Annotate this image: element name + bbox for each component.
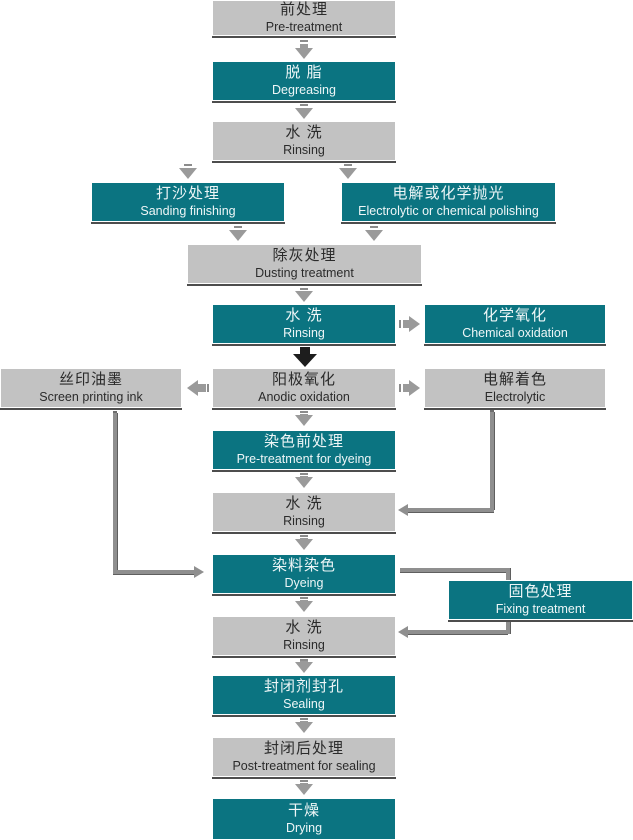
node-dyeing[interactable]: 染料染色 Dyeing — [212, 554, 396, 594]
node-label-cn: 脱 脂 — [285, 64, 323, 82]
node-label-cn: 电解或化学抛光 — [392, 185, 505, 203]
node-label-en: Electrolytic or chemical polishing — [358, 203, 539, 218]
node-pre-treatment-for-dyeing[interactable]: 染色前处理 Pre-treatment for dyeing — [212, 430, 396, 470]
node-label-en: Rinsing — [283, 142, 325, 157]
node-label-cn: 封闭剂封孔 — [263, 678, 344, 696]
node-label-cn: 干燥 — [287, 802, 320, 820]
node-anodic-oxidation[interactable]: 阳极氧化 Anodic oxidation — [212, 368, 396, 408]
node-rinsing-1[interactable]: 水 洗 Rinsing — [212, 121, 396, 161]
node-label-en: Rinsing — [283, 513, 325, 528]
node-label-en: Rinsing — [283, 637, 325, 652]
node-label-cn: 水 洗 — [285, 124, 323, 142]
node-label-en: Sealing — [283, 696, 325, 711]
node-label-cn: 阳极氧化 — [271, 371, 336, 389]
node-label-en: Dyeing — [284, 575, 324, 590]
node-post-treatment-for-sealing[interactable]: 封闭后处理 Post-treatment for sealing — [212, 737, 396, 777]
node-label-cn: 水 洗 — [285, 619, 323, 637]
node-label-cn: 水 洗 — [285, 307, 323, 325]
node-fixing-treatment[interactable]: 固色处理 Fixing treatment — [448, 580, 633, 620]
node-label-cn: 固色处理 — [508, 583, 573, 601]
node-screen-printing-ink[interactable]: 丝印油墨 Screen printing ink — [0, 368, 182, 408]
node-label-en: Dusting treatment — [255, 265, 354, 280]
node-chemical-oxidation[interactable]: 化学氧化 Chemical oxidation — [424, 304, 606, 344]
node-label-en: Sanding finishing — [140, 203, 236, 218]
node-label-cn: 电解着色 — [482, 371, 547, 389]
node-label-en: Electrolytic — [484, 389, 546, 404]
node-sanding-finishing[interactable]: 打沙处理 Sanding finishing — [91, 182, 285, 222]
node-label-en: Pre-treatment for dyeing — [236, 451, 372, 466]
node-label-en: Drying — [285, 820, 323, 835]
node-label-cn: 染色前处理 — [263, 433, 344, 451]
node-label-en: Pre-treatment — [265, 19, 343, 34]
node-polishing[interactable]: 电解或化学抛光 Electrolytic or chemical polishi… — [341, 182, 556, 222]
node-label-cn: 前处理 — [279, 1, 328, 19]
node-sealing[interactable]: 封闭剂封孔 Sealing — [212, 675, 396, 715]
node-label-cn: 化学氧化 — [482, 307, 547, 325]
node-label-en: Anodic oxidation — [258, 389, 350, 404]
node-label-cn: 水 洗 — [285, 495, 323, 513]
node-rinsing-2[interactable]: 水 洗 Rinsing — [212, 304, 396, 344]
node-label-en: Fixing treatment — [495, 601, 586, 616]
node-label-en: Degreasing — [272, 82, 336, 97]
node-rinsing-3[interactable]: 水 洗 Rinsing — [212, 492, 396, 532]
node-label-cn: 除灰处理 — [272, 247, 337, 265]
node-label-en: Rinsing — [283, 325, 325, 340]
node-label-en: Chemical oxidation — [462, 325, 568, 340]
node-degreasing[interactable]: 脱 脂 Degreasing — [212, 61, 396, 101]
node-label-cn: 丝印油墨 — [58, 371, 123, 389]
node-rinsing-4[interactable]: 水 洗 Rinsing — [212, 616, 396, 656]
node-label-cn: 封闭后处理 — [263, 740, 344, 758]
node-dusting-treatment[interactable]: 除灰处理 Dusting treatment — [187, 244, 422, 284]
node-label-en: Post-treatment for sealing — [232, 758, 376, 773]
node-label-en: Screen printing ink — [39, 389, 143, 404]
node-electrolytic[interactable]: 电解着色 Electrolytic — [424, 368, 606, 408]
node-label-cn: 染料染色 — [271, 557, 336, 575]
node-drying[interactable]: 干燥 Drying — [212, 798, 396, 840]
node-label-cn: 打沙处理 — [155, 185, 220, 203]
node-pre-treatment[interactable]: 前处理 Pre-treatment — [212, 0, 396, 36]
